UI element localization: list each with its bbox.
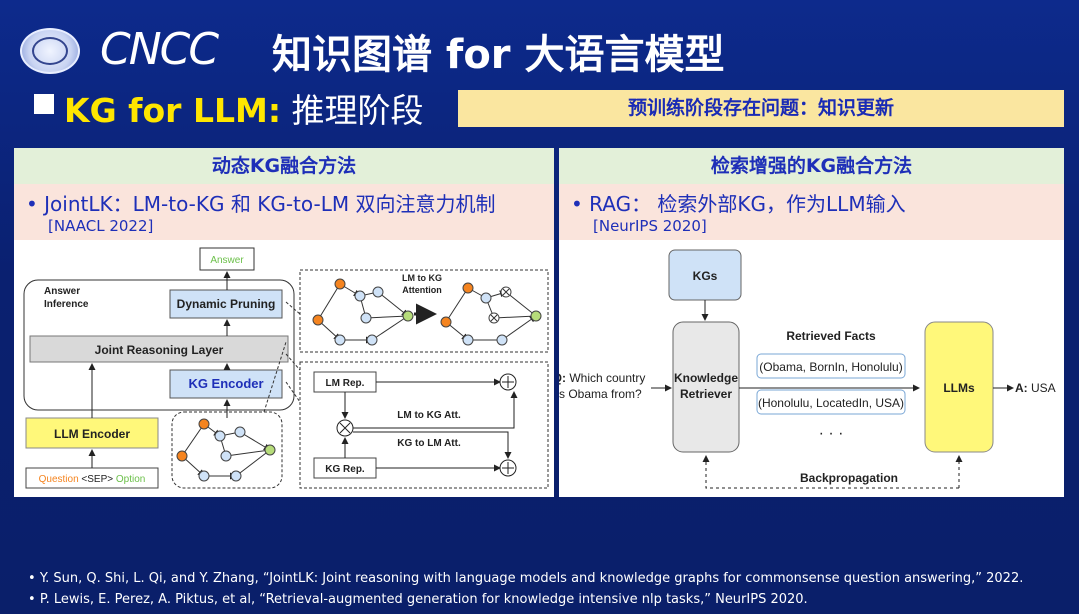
attention-graph-left-nodes	[312, 278, 414, 346]
rep-attention-box	[299, 361, 549, 489]
ccf-seal-logo	[20, 28, 80, 74]
section-subtitle: KG for LLM: 推理阶段	[64, 91, 424, 130]
kg-encoder-label: KG Encoder	[188, 376, 263, 391]
dynamic-pruning-box	[169, 289, 283, 319]
llms-label: LLMs	[943, 381, 975, 395]
right-panel-bullet: • RAG： 检索外部KG，作为LLM输入 [NeurIPS 2020]	[559, 184, 1064, 240]
footnotes: • Y. Sun, Q. Shi, L. Qi, and Y. Zhang, “…	[28, 568, 1023, 610]
right-panel-heading: 检索增强的KG融合方法	[559, 148, 1064, 184]
lm-to-kg-att-label: LM to KG Att.	[397, 410, 461, 421]
dynamic-pruning-label: Dynamic Pruning	[177, 297, 276, 311]
right-panel: 检索增强的KG融合方法 • RAG： 检索外部KG，作为LLM输入 [NeurI…	[559, 148, 1064, 497]
square-bullet-icon	[34, 94, 54, 114]
footnote-2: • P. Lewis, E. Perez, A. Piktus, et al, …	[28, 592, 808, 607]
left-panel: 动态KG融合方法 • JointLK：LM-to-KG 和 KG-to-LM 双…	[14, 148, 554, 497]
input-graph	[181, 423, 271, 480]
kg-to-lm-att-label: KG to LM Att.	[397, 438, 461, 449]
lm-rep-label: LM Rep.	[326, 378, 365, 389]
input-graph-nodes	[176, 418, 276, 482]
llm-encoder-box	[25, 417, 159, 449]
cncc-logo: CNCC	[100, 24, 219, 75]
fact-2-label: (Honolulu, LocatedIn, USA)	[758, 396, 904, 410]
input-graph-box	[171, 411, 283, 489]
kg-rep-label: KG Rep.	[325, 464, 365, 475]
fact-1-box	[756, 353, 906, 379]
fact-2-box	[756, 389, 906, 415]
llm-encoder-label: LLM Encoder	[54, 427, 130, 441]
llms-box	[924, 321, 994, 453]
knowledge-retriever-box	[672, 321, 740, 453]
answer-label: Answer	[210, 255, 244, 266]
backpropagation-label: Backpropagation	[800, 471, 898, 485]
left-panel-heading: 动态KG融合方法	[14, 148, 554, 184]
kg-encoder-box	[169, 369, 283, 399]
facts-ellipsis: · · ·	[819, 425, 844, 442]
joint-reasoning-label: Joint Reasoning Layer	[95, 343, 224, 357]
problem-banner: 预训练阶段存在问题：知识更新	[458, 90, 1064, 127]
joint-reasoning-box	[29, 335, 289, 363]
attention-graph-right-nodes	[440, 282, 542, 346]
fact-1-label: (Obama, BornIn, Honolulu)	[759, 360, 902, 374]
left-panel-bullet: • JointLK：LM-to-KG 和 KG-to-LM 双向注意力机制 [N…	[14, 184, 554, 240]
footnote-1: • Y. Sun, Q. Shi, L. Qi, and Y. Zhang, “…	[28, 571, 1024, 586]
retrieved-facts-label: Retrieved Facts	[786, 329, 876, 343]
input-label: Question <SEP> Option	[39, 474, 146, 485]
answer-inference-container	[23, 279, 295, 411]
answer-output-label: A: USA	[1015, 381, 1056, 395]
kgs-label: KGs	[693, 269, 718, 283]
answer-box	[199, 247, 255, 271]
page-title: 知识图谱 for 大语言模型	[272, 32, 725, 78]
